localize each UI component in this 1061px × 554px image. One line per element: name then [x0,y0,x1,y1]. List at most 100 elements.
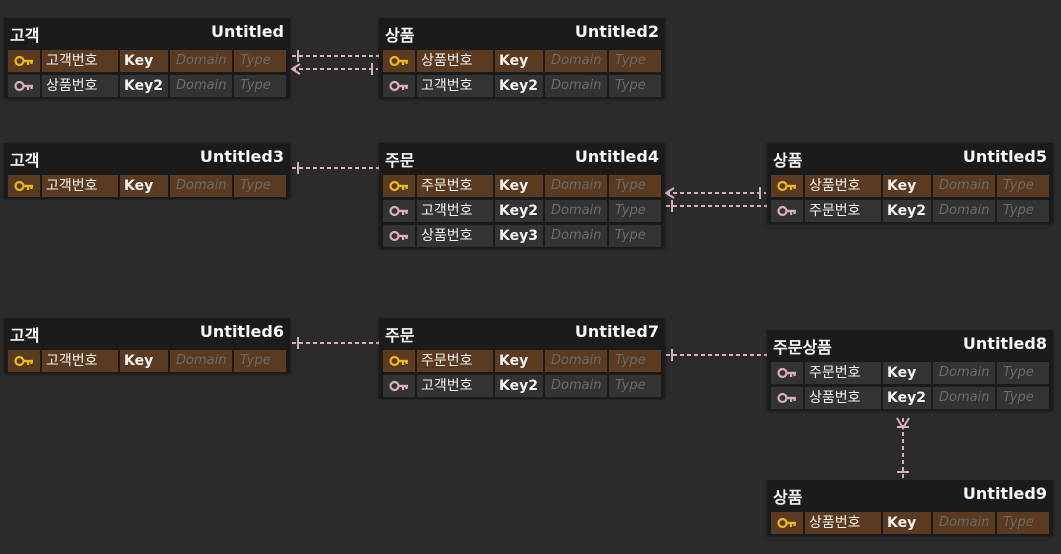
table-header[interactable]: 고객 Untitled3 [4,143,290,173]
attribute-row[interactable]: 고객번호 Key Domain Type [4,48,290,73]
attribute-domain[interactable]: Domain [170,50,232,72]
table-header[interactable]: 상품 Untitled5 [767,143,1053,173]
attribute-type[interactable]: Type [234,50,286,72]
attribute-domain[interactable]: Domain [170,75,232,97]
attribute-domain[interactable]: Domain [545,75,607,97]
table-header[interactable]: 고객 Untitled [4,18,290,48]
attribute-domain[interactable]: Domain [933,175,995,197]
attribute-name[interactable]: 고객번호 [42,175,118,197]
attribute-type[interactable]: Type [609,175,661,197]
attribute-domain[interactable]: Domain [545,375,607,397]
attribute-column[interactable]: Key2 [495,200,543,222]
attribute-row[interactable]: 상품번호 Key Domain Type [379,48,665,73]
attribute-type[interactable]: Type [997,512,1049,534]
entity-table[interactable]: 상품 Untitled2 상품번호 Key Domain Type 고객번호 K… [379,18,665,98]
attribute-name[interactable]: 상품번호 [417,225,493,247]
attribute-column[interactable]: Key [883,512,931,534]
table-header[interactable]: 주문 Untitled4 [379,143,665,173]
attribute-row[interactable]: 상품번호 Key2 Domain Type [4,73,290,98]
attribute-row[interactable]: 고객번호 Key Domain Type [4,173,290,198]
attribute-row[interactable]: 상품번호 Key3 Domain Type [379,223,665,248]
attribute-type[interactable]: Type [234,350,286,372]
attribute-row[interactable]: 상품번호 Key Domain Type [767,510,1053,535]
entity-table[interactable]: 주문 Untitled7 주문번호 Key Domain Type 고객번호 K… [379,318,665,398]
attribute-column[interactable]: Key [883,362,931,384]
entity-table[interactable]: 상품 Untitled9 상품번호 Key Domain Type [767,480,1053,535]
entity-table[interactable]: 주문상품 Untitled8 주문번호 Key Domain Type 상품번호… [767,330,1053,410]
attribute-row[interactable]: 상품번호 Key2 Domain Type [767,385,1053,410]
table-header[interactable]: 주문 Untitled7 [379,318,665,348]
attribute-type[interactable]: Type [997,362,1049,384]
attribute-name[interactable]: 상품번호 [417,50,493,72]
attribute-column[interactable]: Key2 [883,387,931,409]
attribute-name[interactable]: 고객번호 [42,50,118,72]
attribute-column[interactable]: Key [120,350,168,372]
attribute-row[interactable]: 고객번호 Key2 Domain Type [379,198,665,223]
attribute-domain[interactable]: Domain [933,387,995,409]
attribute-type[interactable]: Type [997,387,1049,409]
attribute-column[interactable]: Key2 [883,200,931,222]
attribute-domain[interactable]: Domain [933,362,995,384]
attribute-row[interactable]: 상품번호 Key Domain Type [767,173,1053,198]
attribute-column[interactable]: Key [495,350,543,372]
attribute-type[interactable]: Type [609,75,661,97]
entity-table[interactable]: 고객 Untitled3 고객번호 Key Domain Type [4,143,290,198]
attribute-domain[interactable]: Domain [545,175,607,197]
attribute-type[interactable]: Type [609,350,661,372]
attribute-name[interactable]: 주문번호 [805,362,881,384]
attribute-type[interactable]: Type [234,175,286,197]
attribute-type[interactable]: Type [609,200,661,222]
attribute-row[interactable]: 고객번호 Key Domain Type [4,348,290,373]
attribute-column[interactable]: Key2 [120,75,168,97]
attribute-name[interactable]: 상품번호 [42,75,118,97]
attribute-column[interactable]: Key [495,50,543,72]
attribute-row[interactable]: 주문번호 Key Domain Type [379,348,665,373]
attribute-domain[interactable]: Domain [545,350,607,372]
attribute-column[interactable]: Key3 [495,225,543,247]
attribute-column[interactable]: Key [120,50,168,72]
attribute-type[interactable]: Type [609,225,661,247]
attribute-row[interactable]: 고객번호 Key2 Domain Type [379,73,665,98]
attribute-type[interactable]: Type [609,375,661,397]
attribute-type[interactable]: Type [609,50,661,72]
attribute-row[interactable]: 주문번호 Key Domain Type [767,360,1053,385]
attribute-domain[interactable]: Domain [545,50,607,72]
attribute-column[interactable]: Key [883,175,931,197]
attribute-name[interactable]: 주문번호 [417,350,493,372]
attribute-type[interactable]: Type [234,75,286,97]
attribute-domain[interactable]: Domain [933,200,995,222]
attribute-type[interactable]: Type [997,175,1049,197]
attribute-name[interactable]: 고객번호 [42,350,118,372]
attribute-name[interactable]: 상품번호 [805,175,881,197]
attribute-name[interactable]: 고객번호 [417,375,493,397]
attribute-column[interactable]: Key2 [495,375,543,397]
attribute-name[interactable]: 상품번호 [805,387,881,409]
attribute-name[interactable]: 주문번호 [805,200,881,222]
attribute-name[interactable]: 주문번호 [417,175,493,197]
attribute-domain[interactable]: Domain [170,175,232,197]
attribute-column[interactable]: Key2 [495,75,543,97]
attribute-column[interactable]: Key [495,175,543,197]
entity-table[interactable]: 고객 Untitled 고객번호 Key Domain Type 상품번호 Ke… [4,18,290,98]
attribute-domain[interactable]: Domain [545,200,607,222]
attribute-domain[interactable]: Domain [933,512,995,534]
attribute-row[interactable]: 주문번호 Key Domain Type [379,173,665,198]
entity-table[interactable]: 주문 Untitled4 주문번호 Key Domain Type 고객번호 K… [379,143,665,248]
attribute-row[interactable]: 고객번호 Key2 Domain Type [379,373,665,398]
attribute-name[interactable]: 상품번호 [805,512,881,534]
attribute-name[interactable]: 고객번호 [417,200,493,222]
attribute-domain[interactable]: Domain [170,350,232,372]
attribute-domain[interactable]: Domain [545,225,607,247]
table-header[interactable]: 고객 Untitled6 [4,318,290,348]
table-header[interactable]: 상품 Untitled2 [379,18,665,48]
foreign-key-icon [383,75,415,97]
foreign-key-icon [8,75,40,97]
attribute-row[interactable]: 주문번호 Key2 Domain Type [767,198,1053,223]
attribute-column[interactable]: Key [120,175,168,197]
entity-table[interactable]: 고객 Untitled6 고객번호 Key Domain Type [4,318,290,373]
attribute-type[interactable]: Type [997,200,1049,222]
table-header[interactable]: 주문상품 Untitled8 [767,330,1053,360]
entity-table[interactable]: 상품 Untitled5 상품번호 Key Domain Type 주문번호 K… [767,143,1053,223]
attribute-name[interactable]: 고객번호 [417,75,493,97]
table-header[interactable]: 상품 Untitled9 [767,480,1053,510]
